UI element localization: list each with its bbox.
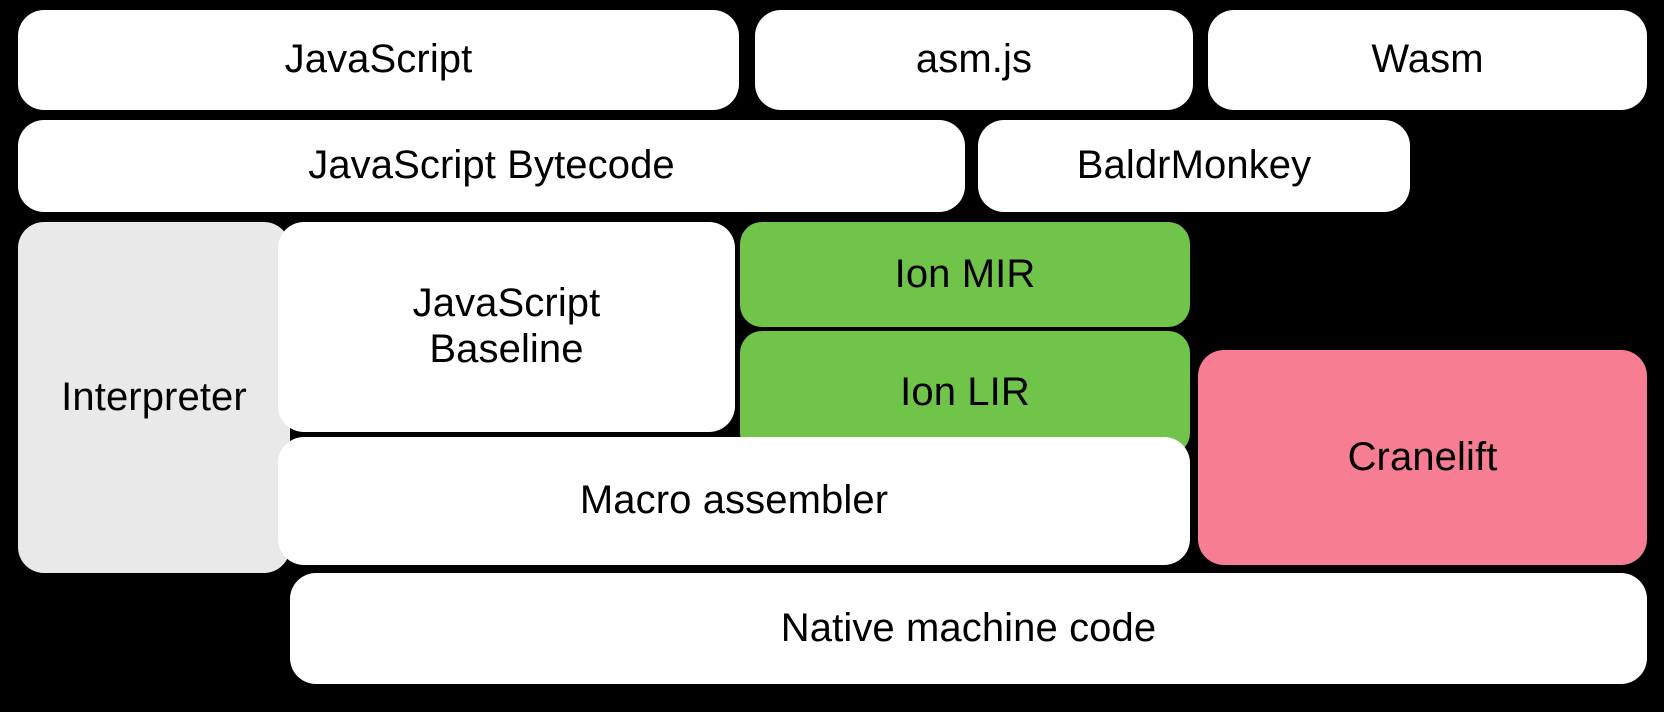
node-interpreter[interactable]: Interpreter <box>18 222 290 573</box>
node-javascript-baseline[interactable]: JavaScript Baseline <box>278 222 735 432</box>
node-asm-js[interactable]: asm.js <box>755 10 1193 110</box>
node-ion-lir[interactable]: Ion LIR <box>740 331 1190 455</box>
node-javascript-bytecode[interactable]: JavaScript Bytecode <box>18 120 965 212</box>
node-macro-assembler[interactable]: Macro assembler <box>278 437 1190 565</box>
node-javascript[interactable]: JavaScript <box>18 10 739 110</box>
node-cranelift[interactable]: Cranelift <box>1198 350 1647 565</box>
node-wasm[interactable]: Wasm <box>1208 10 1647 110</box>
node-ion-mir[interactable]: Ion MIR <box>740 222 1190 327</box>
node-baldrmonkey[interactable]: BaldrMonkey <box>978 120 1410 212</box>
node-native-machine-code[interactable]: Native machine code <box>290 573 1647 684</box>
